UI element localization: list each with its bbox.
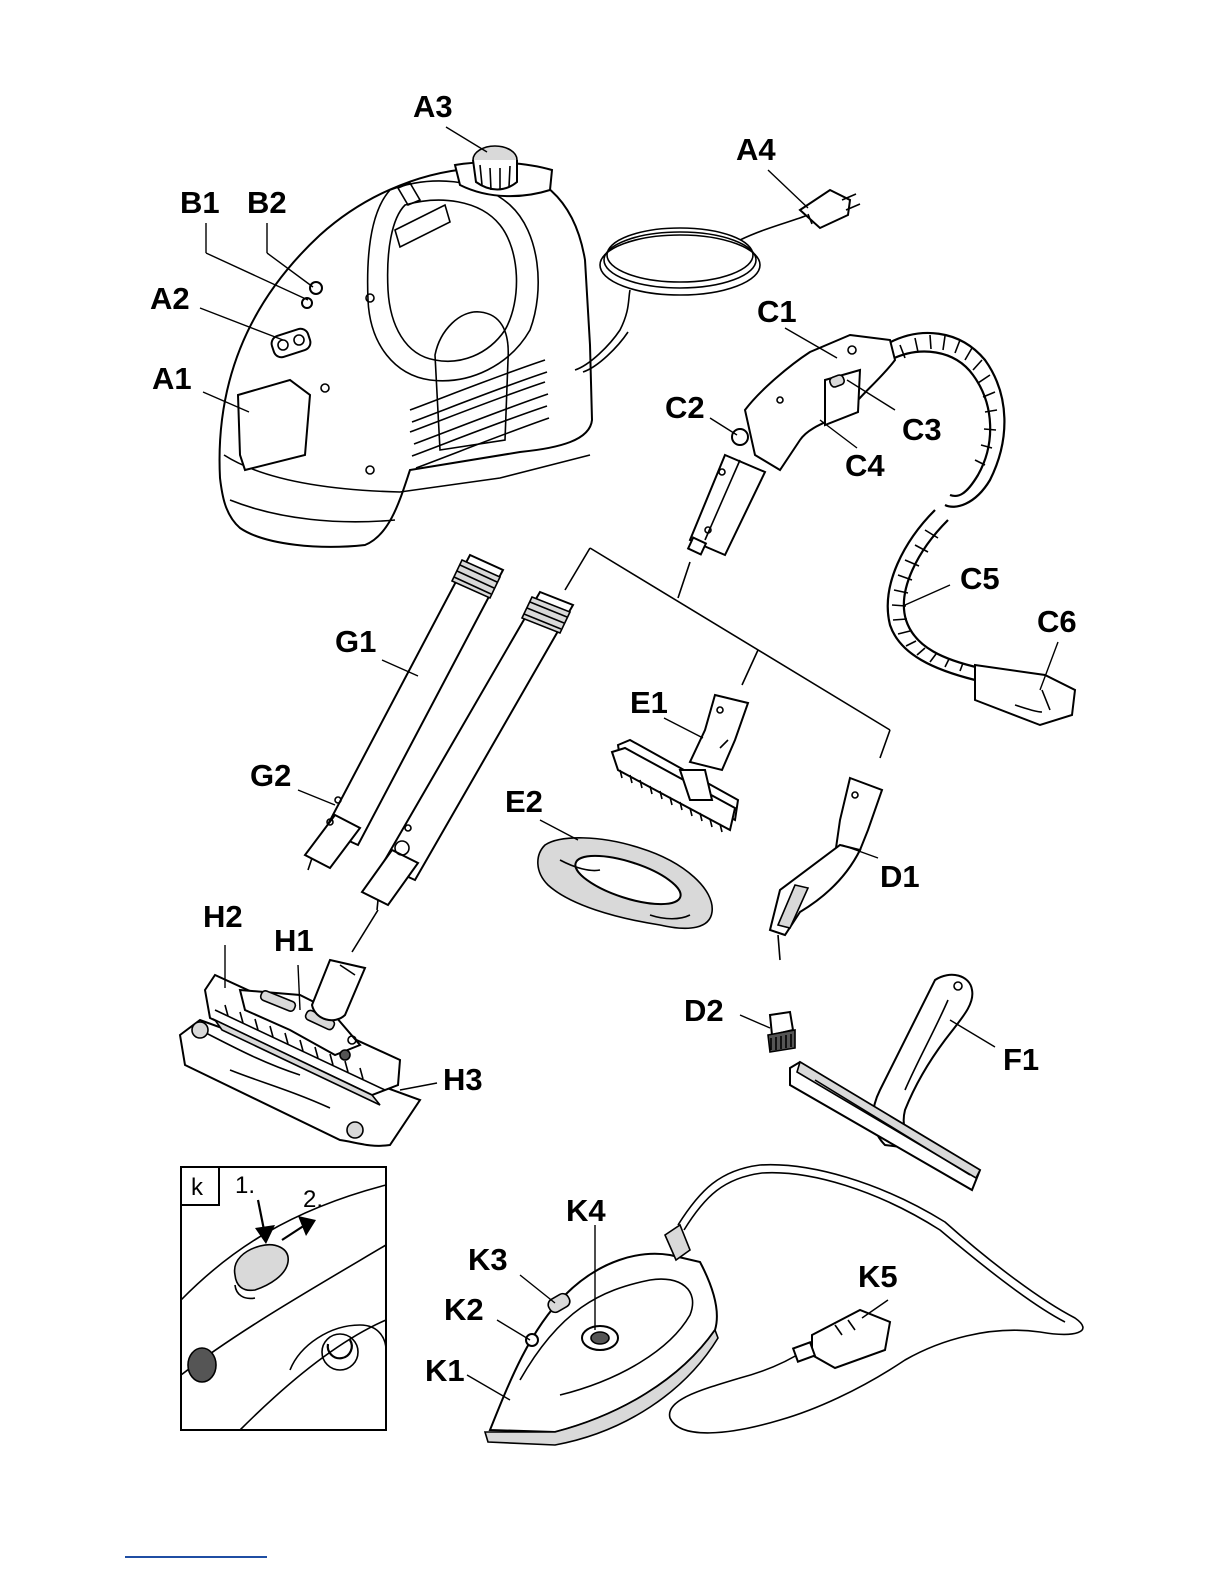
- label-G2: G2: [250, 758, 291, 793]
- label-G1: G1: [335, 624, 376, 659]
- detail-nozzle: [770, 778, 882, 960]
- footer-rule: [125, 1556, 267, 1558]
- label-A3: A3: [413, 89, 453, 124]
- label-K1: K1: [425, 1353, 465, 1388]
- label-C2: C2: [665, 390, 705, 425]
- label-C6: C6: [1037, 604, 1077, 639]
- mains-cable-plug: [600, 190, 860, 295]
- label-C1: C1: [757, 294, 797, 329]
- label-K2: K2: [444, 1292, 484, 1327]
- label-D2: D2: [684, 993, 724, 1028]
- round-brush: [768, 1012, 795, 1052]
- window-nozzle: [790, 975, 980, 1190]
- label-B2: B2: [247, 185, 287, 220]
- label-K3: K3: [468, 1242, 508, 1277]
- label-E2: E2: [505, 784, 543, 819]
- label-K4: K4: [566, 1193, 606, 1228]
- label-A1: A1: [152, 361, 192, 396]
- terry-cloth-cover: [538, 838, 712, 928]
- extension-tubes: [305, 555, 573, 952]
- label-A4: A4: [736, 132, 776, 167]
- label-F1: F1: [1003, 1042, 1039, 1077]
- inset-k: k 1. 2.: [181, 1167, 386, 1430]
- label-K5: K5: [858, 1259, 898, 1294]
- inset-step-1: 1.: [235, 1172, 255, 1199]
- label-C5: C5: [960, 561, 1000, 596]
- label-B1: B1: [180, 185, 220, 220]
- label-E1: E1: [630, 685, 668, 720]
- label-H3: H3: [443, 1062, 483, 1097]
- hand-tool-and-hose: [688, 333, 1075, 725]
- label-D1: D1: [880, 859, 920, 894]
- label-A2: A2: [150, 281, 190, 316]
- label-H2: H2: [203, 899, 243, 934]
- inset-letter: k: [191, 1174, 204, 1201]
- label-C4: C4: [845, 448, 885, 483]
- label-H1: H1: [274, 923, 314, 958]
- label-C3: C3: [902, 412, 942, 447]
- floor-nozzle: [180, 960, 420, 1146]
